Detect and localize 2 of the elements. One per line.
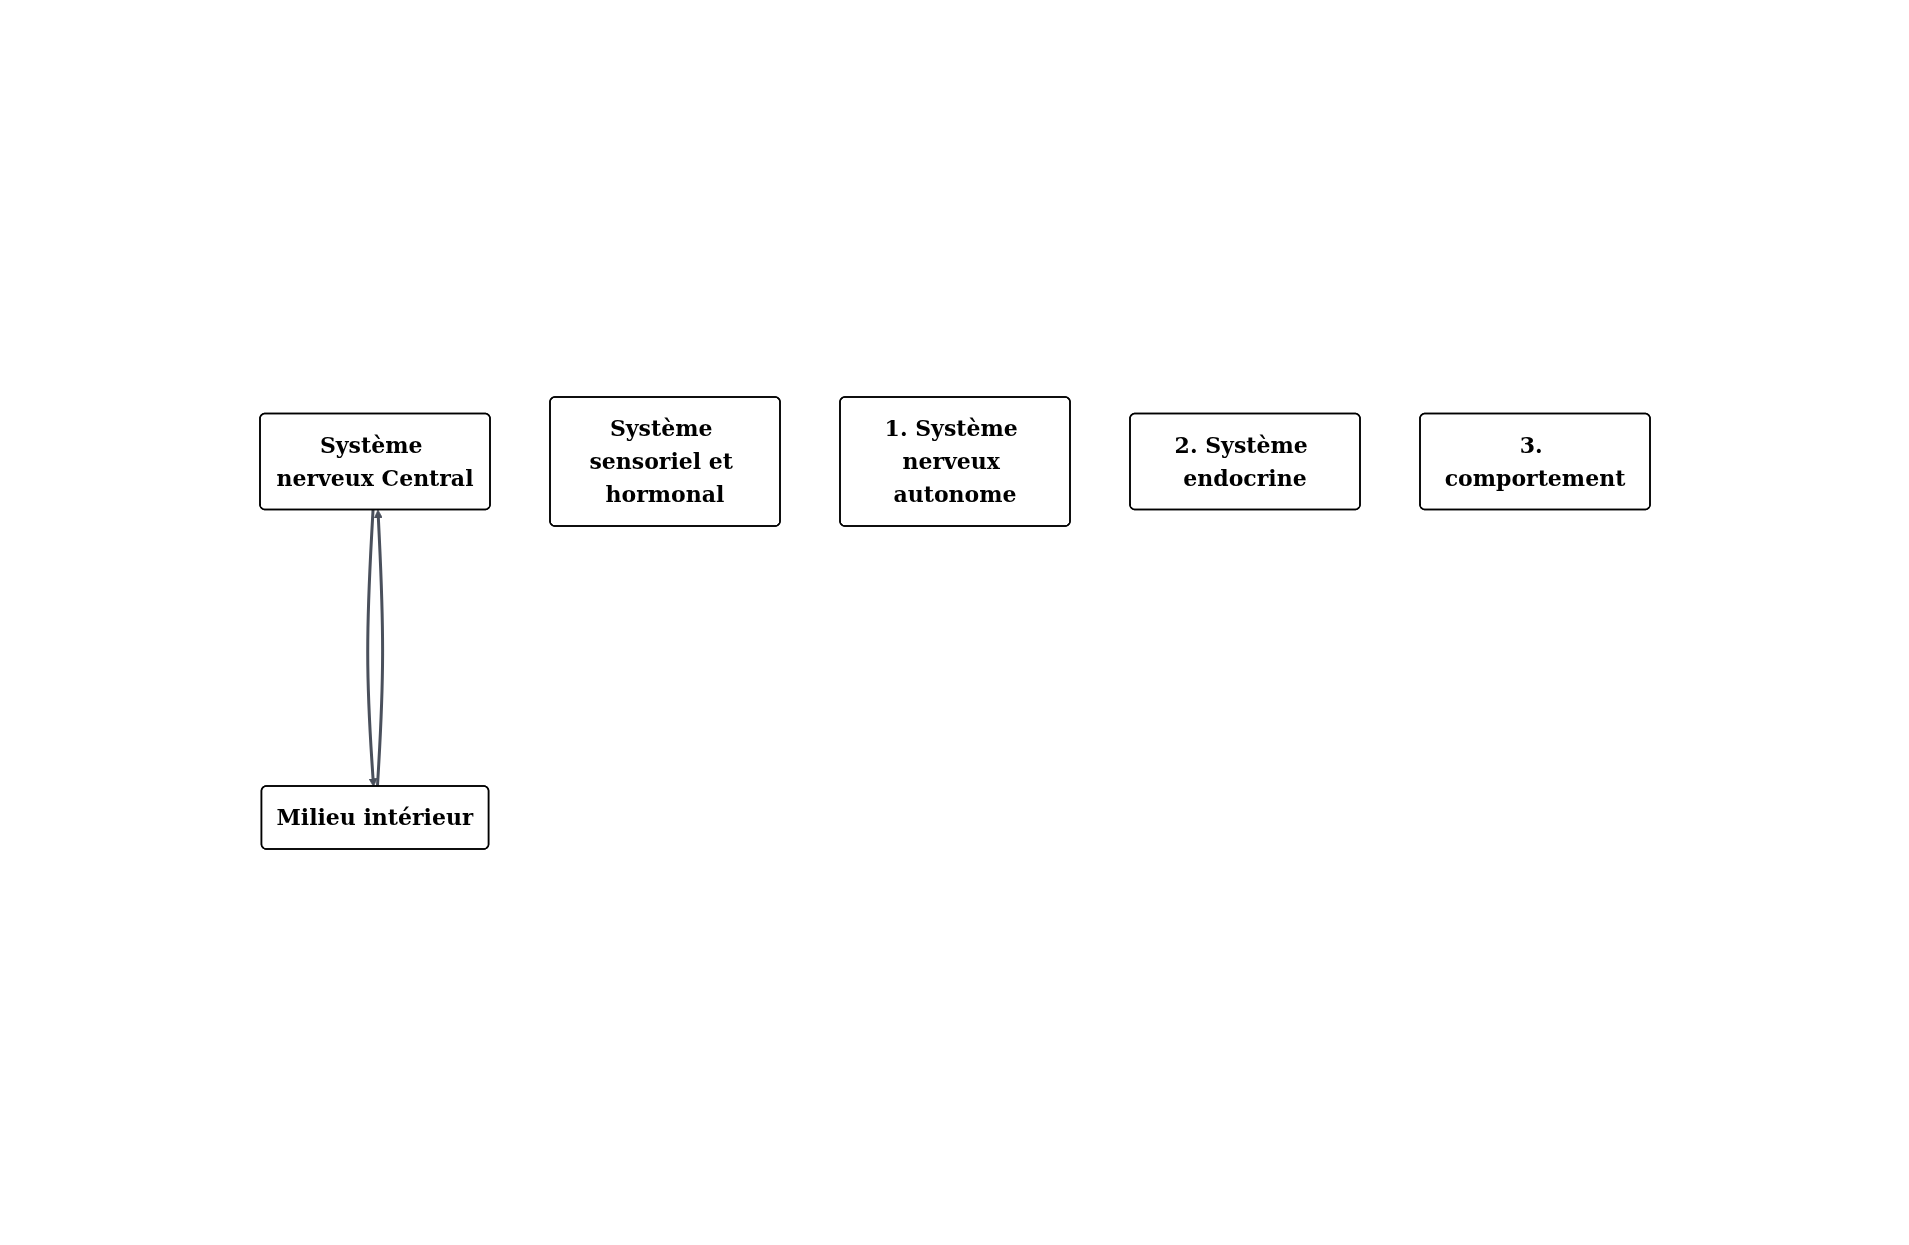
arrow <box>373 509 384 787</box>
arrow <box>365 509 377 787</box>
